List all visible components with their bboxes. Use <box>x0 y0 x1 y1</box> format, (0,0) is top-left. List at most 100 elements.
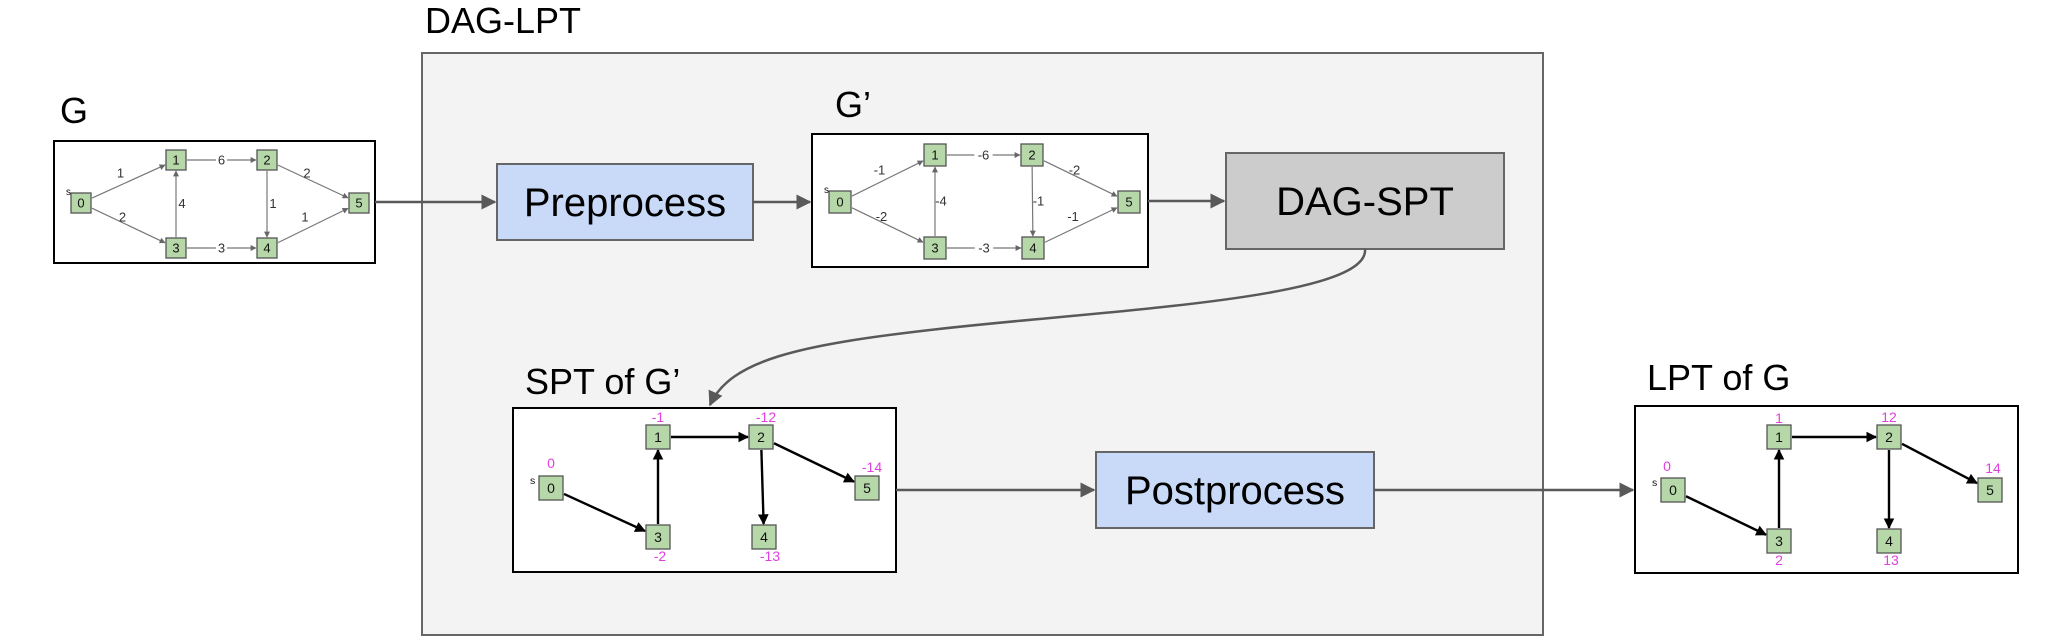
spt-source-marker: s <box>530 475 535 487</box>
g-weight-label: 2 <box>303 166 310 181</box>
g-prime-node-box <box>1021 236 1045 260</box>
g-prime-edge-2-4 <box>1029 166 1036 237</box>
g-prime-weight-label: -2 <box>1069 163 1081 178</box>
g-prime-weight-label: -1 <box>1067 209 1079 224</box>
g-prime-edge-0-1 <box>851 160 924 197</box>
g-title: G <box>60 90 88 131</box>
lpt-source-marker: s <box>1652 477 1657 489</box>
g-prime-node-label: 4 <box>1029 241 1036 256</box>
spt-graph-panel <box>512 407 897 573</box>
g-prime-weight-bg <box>974 240 994 255</box>
spt-node-box <box>854 475 880 501</box>
g-edge-4-5 <box>277 207 349 244</box>
lpt-node-box <box>1660 477 1686 503</box>
g-weight-label: 3 <box>218 241 225 256</box>
g-prime-node-label: 5 <box>1125 195 1132 210</box>
spt-title: SPT of G’ <box>525 361 680 402</box>
g-weight-bg <box>215 240 228 255</box>
g-weight-label: 1 <box>117 166 124 181</box>
g-node-label: 2 <box>263 153 270 168</box>
g-edge-0-3 <box>91 207 166 244</box>
spt-node-label: 0 <box>547 480 555 496</box>
container-title: DAG-LPT <box>425 0 581 41</box>
lpt-distance-label: 1 <box>1775 410 1783 426</box>
g-weight-label: 2 <box>119 210 126 225</box>
g-prime-node-label: 1 <box>931 148 938 163</box>
lpt-title: LPT of G <box>1647 357 1790 398</box>
g-prime-weight-label: -1 <box>874 163 886 178</box>
postprocess-label: Postprocess <box>1125 469 1345 513</box>
spt-node-label: 2 <box>757 429 765 445</box>
g-prime-weight-label: -3 <box>978 241 990 256</box>
lpt-distance-label: 0 <box>1663 458 1671 474</box>
g-node-label: 1 <box>172 153 179 168</box>
flow-arrow-dag-spt-to-spt <box>708 248 1367 407</box>
spt-node-box <box>645 424 671 450</box>
lpt-node-label: 0 <box>1669 482 1677 498</box>
g-edge-2-5 <box>277 164 349 199</box>
spt-node-box <box>751 524 777 550</box>
spt-distance-label: 0 <box>547 455 555 471</box>
g-prime-node-label: 2 <box>1028 148 1035 163</box>
g-prime-weight-label: -2 <box>876 209 888 224</box>
g-node-box <box>256 149 278 171</box>
g-prime-node-box <box>1020 143 1044 167</box>
g-prime-weight-label: -6 <box>978 148 990 163</box>
lpt-node-label: 5 <box>1986 482 1994 498</box>
spt-node-box <box>538 475 564 501</box>
dag-spt-label: DAG-SPT <box>1276 180 1454 224</box>
g-weight-label: 1 <box>269 196 276 211</box>
lpt-tree-edge-0-3 <box>1685 495 1767 536</box>
g-prime-node-label: 0 <box>836 195 843 210</box>
spt-distance-label: -13 <box>760 548 780 564</box>
lpt-distance-label: 13 <box>1883 552 1899 568</box>
g-node-box <box>165 149 187 171</box>
preprocess-box <box>496 163 754 241</box>
lpt-node-box <box>1766 424 1792 450</box>
g-node-label: 5 <box>355 196 362 211</box>
g-weight-bg <box>215 152 228 167</box>
spt-graph: 001-12-123-24-135-14s <box>530 409 882 564</box>
spt-distance-label: -1 <box>652 409 665 425</box>
g-source-marker: s <box>66 187 71 198</box>
lpt-node-box <box>1766 528 1792 554</box>
lpt-node-box <box>1876 528 1902 554</box>
spt-tree-edge-2-4 <box>757 449 769 526</box>
spt-node-label: 4 <box>760 529 768 545</box>
spt-node-box <box>645 524 671 550</box>
g-edge-0-1 <box>91 164 166 199</box>
g-prime-node-box <box>828 190 852 214</box>
spt-node-label: 3 <box>654 529 662 545</box>
g-node-box <box>165 237 187 259</box>
g-prime-edge-4-5 <box>1044 207 1118 243</box>
g-prime-node-box <box>923 236 947 260</box>
postprocess-box <box>1095 451 1375 529</box>
lpt-distance-label: 12 <box>1881 409 1897 425</box>
lpt-node-label: 3 <box>1775 533 1783 549</box>
g-prime-edge-0-3 <box>851 207 924 243</box>
lpt-node-box <box>1977 477 2003 503</box>
lpt-node-box <box>1876 424 1902 450</box>
g-node-label: 3 <box>172 241 179 256</box>
lpt-node-label: 1 <box>1775 429 1783 445</box>
preprocess-label: Preprocess <box>524 181 726 225</box>
spt-node-box <box>748 424 774 450</box>
spt-distance-label: -2 <box>654 548 667 564</box>
lpt-node-label: 2 <box>1885 429 1893 445</box>
spt-node-label: 5 <box>863 480 871 496</box>
g-graph-panel <box>53 140 376 264</box>
g-node-label: 4 <box>263 241 270 256</box>
g-weight-label: 6 <box>218 153 225 168</box>
g-prime-weight-label: -1 <box>1033 194 1045 209</box>
lpt-tree-edge-2-5 <box>1901 442 1978 485</box>
g-weight-label: 1 <box>301 210 308 225</box>
g-prime-node-box <box>1117 190 1141 214</box>
g-node-box <box>256 237 278 259</box>
g-prime-node-label: 3 <box>931 241 938 256</box>
spt-distance-label: -14 <box>862 459 882 475</box>
lpt-graph-panel <box>1634 405 2019 574</box>
